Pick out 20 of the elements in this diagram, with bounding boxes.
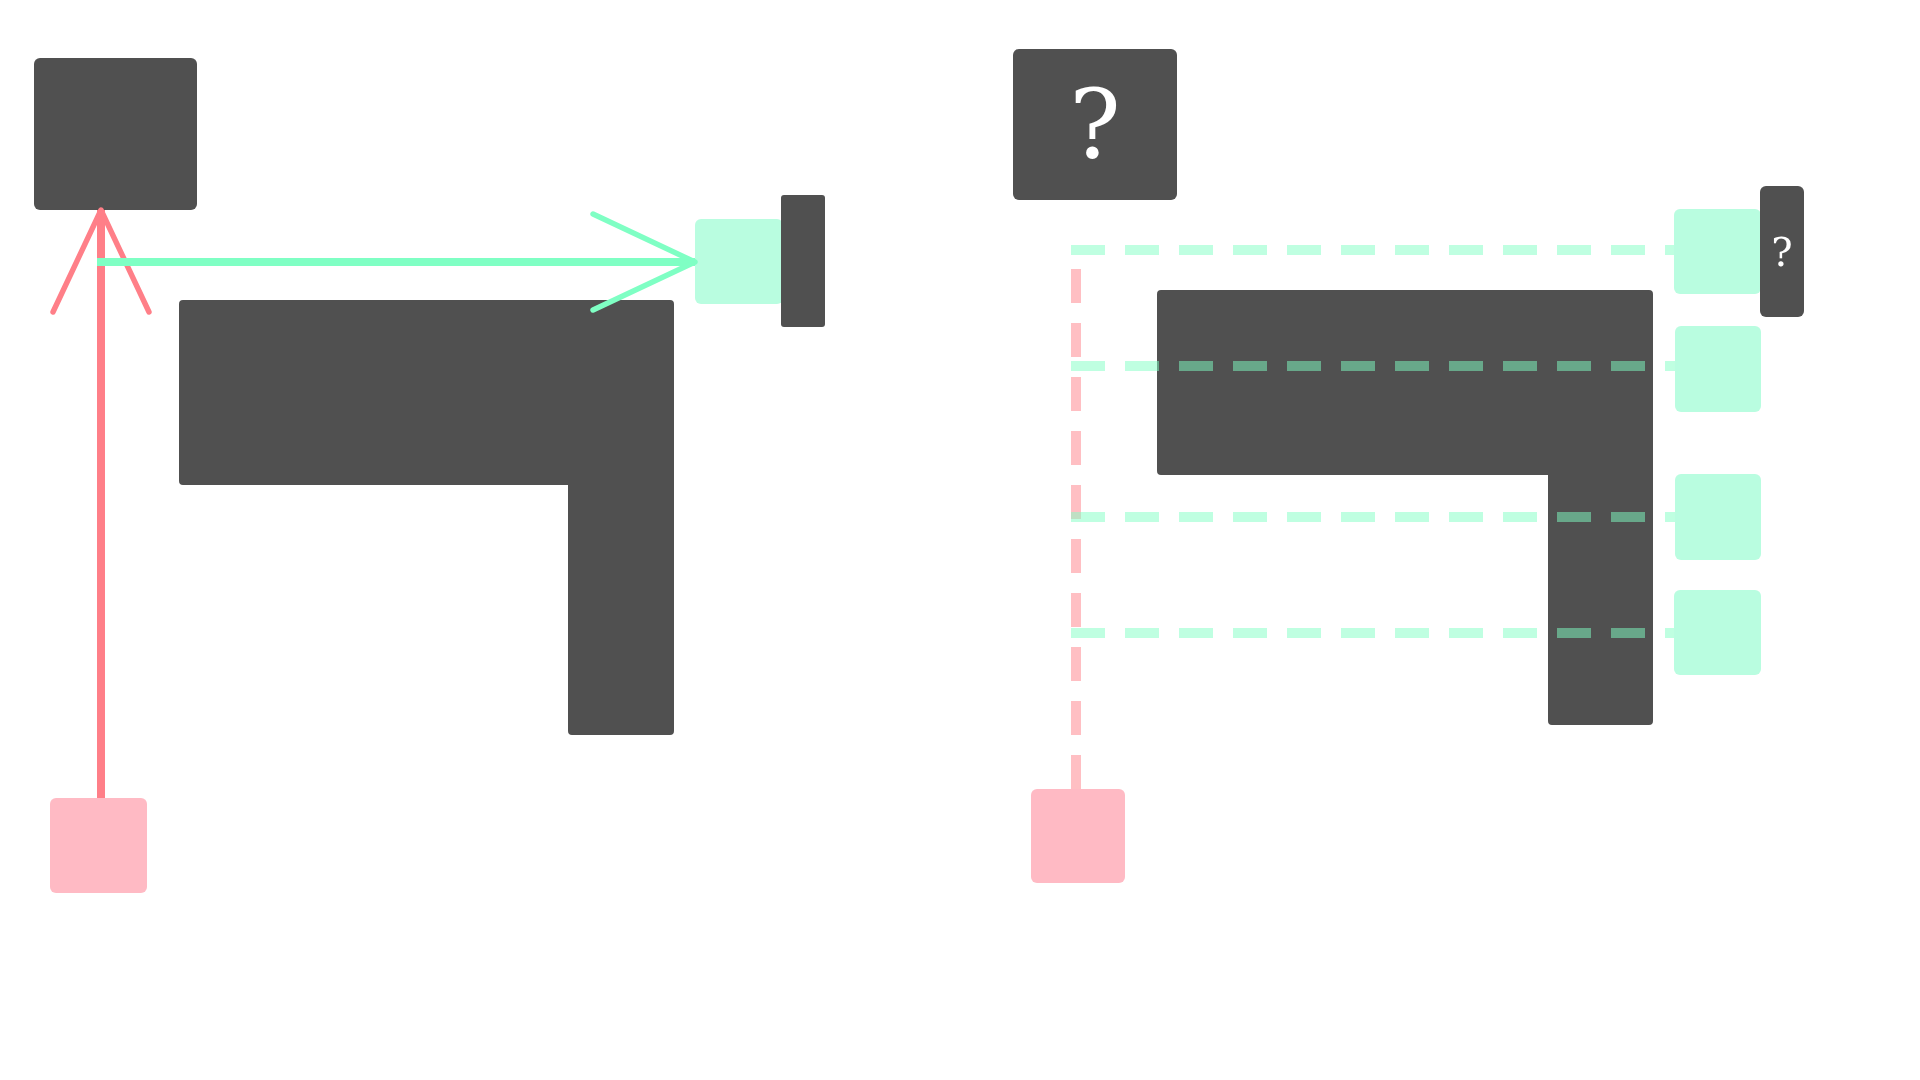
square-block (1013, 49, 1177, 200)
dashed-line (1071, 628, 1674, 638)
dashed-line (1071, 512, 1675, 522)
square-block (1031, 789, 1125, 883)
square-block (1674, 590, 1761, 675)
square-block (50, 798, 147, 893)
dashed-line (1071, 361, 1675, 371)
square-block (1674, 209, 1761, 294)
square-block (695, 219, 783, 304)
l-shaped-block (179, 300, 674, 735)
question-mark: ? (1069, 76, 1121, 173)
square-block (1675, 326, 1761, 412)
square-block (34, 58, 197, 210)
square-block (1675, 474, 1761, 560)
l-shaped-block (1157, 290, 1653, 725)
dashed-line (1071, 245, 1674, 255)
question-mark: ? (1771, 231, 1793, 272)
bar-block (1760, 186, 1804, 317)
bar-block (781, 195, 825, 327)
arrow (50, 207, 152, 798)
